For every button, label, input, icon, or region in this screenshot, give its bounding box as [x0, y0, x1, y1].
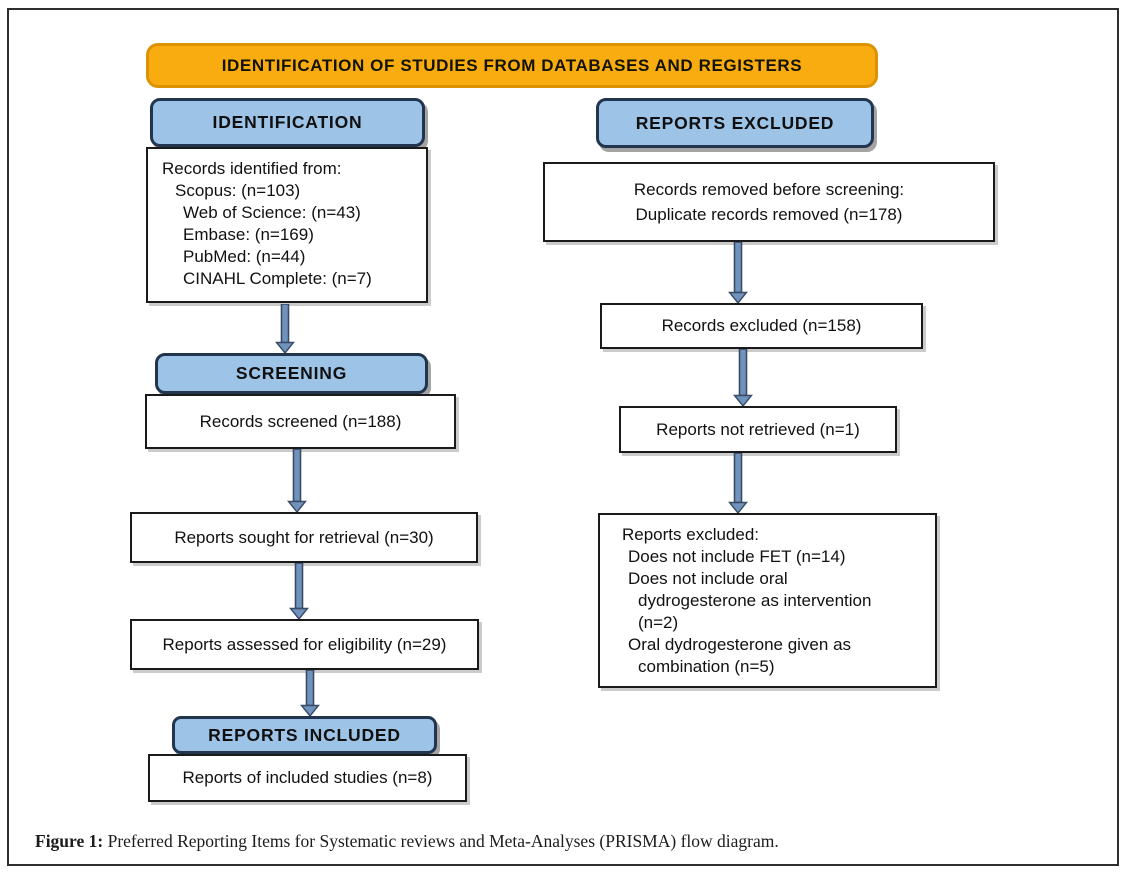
down-arrow-icon: [289, 563, 309, 619]
reports-included-label: Reports of included studies (n=8): [182, 768, 433, 787]
records-identified-source: Web of Science: (n=43): [183, 203, 361, 222]
down-arrow-icon: [728, 242, 748, 303]
banner-identification-of-studies: IDENTIFICATION OF STUDIES FROM DATABASES…: [146, 43, 878, 88]
records-removed-line1: Records removed before screening:: [633, 180, 905, 199]
box-reports-sought: Reports sought for retrieval (n=30): [130, 512, 478, 563]
down-arrow-icon: [733, 349, 753, 406]
reports-sought-label: Reports sought for retrieval (n=30): [174, 527, 434, 547]
stage-header-screening-label: SCREENING: [235, 363, 348, 383]
records-identified-title: Records identified from:: [162, 159, 342, 178]
records-identified-source: CINAHL Complete: (n=7): [183, 269, 372, 288]
records-identified-source: PubMed: (n=44): [183, 247, 306, 266]
figure-caption: Figure 1: Preferred Reporting Items for …: [35, 831, 1055, 852]
stage-header-reports-included-label: REPORTS INCLUDED: [208, 724, 401, 745]
down-arrow-icon: [275, 304, 295, 353]
stage-header-identification: IDENTIFICATION: [150, 98, 425, 147]
box-records-screened: Records screened (n=188): [145, 394, 456, 449]
records-identified-source: Embase: (n=169): [183, 225, 314, 244]
box-reports-excluded-reasons: Reports excluded: Does not include FET (…: [598, 513, 937, 688]
records-excluded-label: Records excluded (n=158): [661, 316, 862, 335]
box-records-identified: Records identified from: Scopus: (n=103)…: [146, 147, 428, 303]
records-removed-line2: Duplicate records removed (n=178): [635, 205, 903, 224]
box-records-removed: Records removed before screening: Duplic…: [543, 162, 995, 242]
banner-label: IDENTIFICATION OF STUDIES FROM DATABASES…: [221, 55, 803, 75]
stage-header-reports-included: REPORTS INCLUDED: [172, 716, 437, 754]
records-screened-label: Records screened (n=188): [199, 411, 402, 431]
stage-header-reports-excluded: REPORTS EXCLUDED: [596, 98, 874, 148]
reports-excluded-reason: Does not include oral dydrogesterone as …: [628, 569, 872, 632]
stage-header-reports-excluded-label: REPORTS EXCLUDED: [635, 112, 835, 133]
figure-border: [7, 8, 1119, 866]
reports-assessed-label: Reports assessed for eligibility (n=29): [162, 634, 447, 654]
box-records-excluded: Records excluded (n=158): [600, 303, 923, 349]
stage-header-identification-label: IDENTIFICATION: [212, 112, 363, 132]
down-arrow-icon: [728, 453, 748, 513]
box-reports-assessed: Reports assessed for eligibility (n=29): [130, 619, 479, 670]
reports-excluded-reason: Oral dydrogesterone given as combination…: [628, 635, 852, 676]
stage-header-screening: SCREENING: [155, 353, 428, 394]
box-reports-not-retrieved: Reports not retrieved (n=1): [619, 406, 897, 453]
box-reports-included: Reports of included studies (n=8): [148, 754, 467, 802]
figure-caption-label: Figure 1:: [35, 831, 104, 851]
figure-caption-text: Preferred Reporting Items for Systematic…: [103, 831, 779, 851]
records-identified-source: Scopus: (n=103): [175, 181, 301, 200]
down-arrow-icon: [300, 670, 320, 716]
down-arrow-icon: [287, 449, 307, 512]
reports-excluded-reason: Does not include FET (n=14): [628, 547, 846, 566]
reports-not-retrieved-label: Reports not retrieved (n=1): [656, 419, 860, 439]
reports-excluded-title: Reports excluded:: [622, 525, 760, 544]
